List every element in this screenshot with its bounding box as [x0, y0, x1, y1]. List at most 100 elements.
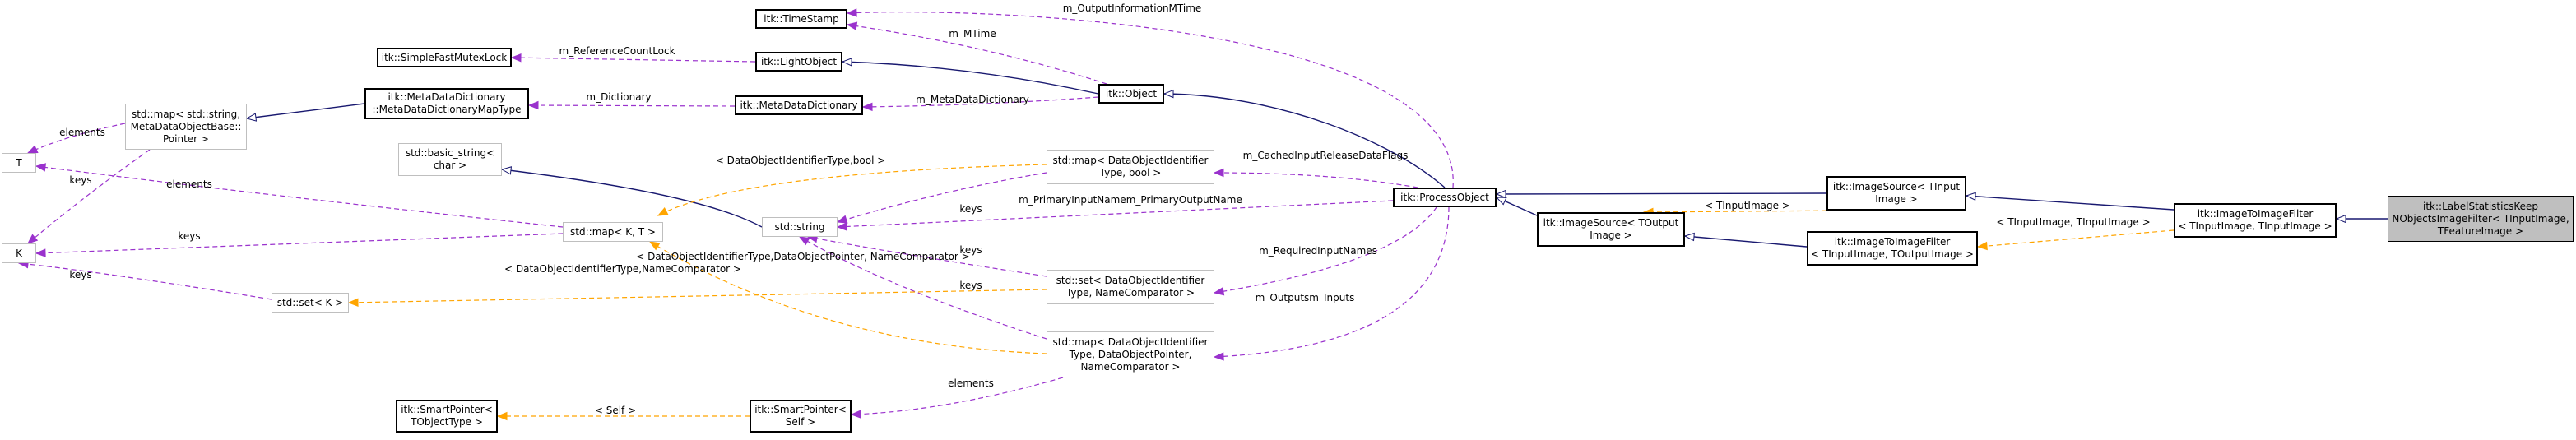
- node-template-K[interactable]: K: [2, 243, 36, 263]
- edge-inherit-object-processobject: [1163, 93, 1446, 188]
- node-itk-metadatadictionary-maptype[interactable]: itk::MetaDataDictionary::MetaDataDiction…: [364, 88, 529, 119]
- node-label-line: std::map< DataObjectIdentifier: [1052, 155, 1209, 166]
- edge-inherit-lightobject-object-arrowhead: [841, 58, 852, 67]
- edge-label-line: < DataObjectIdentifierType,: [636, 251, 774, 262]
- edge-usage-timestamp-processobject-arrowhead: [846, 8, 857, 17]
- edge-inherit-stdmapKT-stdstring: [501, 169, 763, 228]
- node-label-line: Pointer >: [163, 132, 209, 145]
- node-label-line: < TInputImage, TInputImage >: [2178, 220, 2332, 232]
- edge-usage-fastmutex-lightobject: [511, 57, 756, 63]
- node-label-line: Self >: [785, 416, 816, 428]
- edge-label-doi-namecomparator: < DataObjectIdentifierType,NameComparato…: [504, 263, 741, 276]
- node-label-line: std::map< DataObjectIdentifier: [1052, 336, 1209, 348]
- node-itk-lightobject[interactable]: itk::LightObject: [755, 52, 842, 72]
- edge-usage-stdstring-mapdoi: [799, 236, 1047, 340]
- edge-usage-stdstring-mapbool-arrowhead: [836, 215, 848, 224]
- node-label-line: Type, NameComparator >: [1065, 287, 1195, 299]
- edge-label-line: m_Outputs: [1255, 292, 1310, 303]
- edge-inherit-processobject-imgsrcout-arrowhead: [1495, 197, 1507, 206]
- edge-usage-mapdoi-processobject-arrowhead: [1213, 352, 1224, 361]
- node-std-map-string-metadataobjectbase[interactable]: std::map< std::string,MetaDataObjectBase…: [125, 104, 247, 150]
- edge-usage-stdstring-processobject-arrowhead: [836, 222, 847, 231]
- edge-usage-K-setK: [18, 262, 272, 300]
- node-itk-imagetoimagefilter-tinput-toutput[interactable]: itk::ImageToImageFilter< TInputImage, TO…: [1807, 231, 1978, 266]
- node-label-line: std::string: [774, 220, 825, 233]
- node-itk-timestamp[interactable]: itk::TimeStamp: [755, 9, 847, 29]
- node-label-line: itk::ImageSource< TOutput: [1543, 217, 1679, 229]
- node-itk-smartpointer-tobjecttype[interactable]: itk::SmartPointer<TObjectType >: [396, 400, 498, 433]
- edge-label-keys-mapdoi: keys: [959, 280, 982, 291]
- node-itk-imagetoimagefilter-tinput-tinput[interactable]: itk::ImageToImageFilter< TInputImage, TI…: [2174, 203, 2337, 238]
- edge-label-m-referencecountlock: m_ReferenceCountLock: [559, 45, 675, 57]
- edge-label-keys-mapKT: keys: [178, 230, 201, 242]
- node-label-line: itk::LightObject: [760, 55, 838, 67]
- edge-label-line: m_CachedInputReleaseData: [1242, 150, 1382, 161]
- edge-usage-mddict-object-arrowhead: [861, 102, 873, 112]
- node-label-line: K: [16, 247, 22, 259]
- edge-label-keys-K: keys: [69, 174, 92, 186]
- edge-label-m-dictionary: m_Dictionary: [586, 91, 652, 103]
- node-label-line: itk::SmartPointer<: [754, 404, 847, 415]
- edge-inherit-processobject-imgsrcin: [1496, 192, 1827, 195]
- edge-usage-K-mapKT-arrowhead: [35, 248, 46, 257]
- edge-usage-mapdoi-smartptrself-arrowhead: [850, 410, 861, 419]
- node-label-line: NObjectsImageFilter< TInputImage,: [2392, 212, 2569, 225]
- node-label-line: std::map< std::string,: [131, 108, 241, 120]
- edge-inherit-mddictmap-stdmap-arrowhead: [245, 113, 258, 122]
- edge-label-doi-ptr-namecomparator: < DataObjectIdentifierType,DataObjectPoi…: [636, 251, 969, 263]
- node-itk-smartpointer-self[interactable]: itk::SmartPointer<Self >: [750, 400, 852, 433]
- node-itk-metadatadictionary[interactable]: itk::MetaDataDictionary: [735, 95, 863, 115]
- node-std-map-K-T[interactable]: std::map< K, T >: [563, 222, 663, 242]
- node-itk-object[interactable]: itk::Object: [1098, 84, 1164, 104]
- edge-usage-setdoi-processobject: [1214, 206, 1437, 294]
- edge-label-cached-flags: m_CachedInputReleaseDataFlags: [1243, 150, 1409, 162]
- edge-label-keys-mapbool: keys: [959, 203, 982, 215]
- edge-inherit-mddictmap-stdmap: [246, 103, 365, 119]
- edge-usage-mddictmap-mddict: [528, 104, 736, 107]
- node-label-line: itk::Object: [1105, 87, 1158, 100]
- edge-label-keys-setK: keys: [69, 269, 92, 280]
- edge-label-m-metadatadictionary: m_MetaDataDictionary: [916, 94, 1029, 105]
- node-label-line: itk::TimeStamp: [764, 12, 839, 25]
- node-label-line: itk::ImageSource< TInput: [1832, 181, 1961, 192]
- edge-template-setK-setdoi: [348, 289, 1047, 303]
- edge-label-line: NameComparator >: [642, 263, 741, 275]
- node-label-line: MetaDataObjectBase::: [130, 120, 242, 132]
- node-std-basic-string-char[interactable]: std::basic_string<char >: [398, 143, 502, 176]
- edge-label-m-outputinformationmtime: m_OutputInformationMTime: [1062, 2, 1202, 14]
- edge-template-imgsrc-imgsrcin: [1643, 210, 1844, 213]
- edge-usage-mddictmap-mddict-arrowhead: [527, 100, 539, 110]
- node-label-line: std::set< DataObjectIdentifier: [1056, 275, 1205, 286]
- node-std-string[interactable]: std::string: [762, 217, 838, 237]
- node-label-line: TObjectType >: [411, 416, 483, 428]
- edge-label-line: Flags: [1381, 150, 1409, 161]
- node-label-line: itk::ImageToImageFilter: [2197, 208, 2314, 220]
- node-template-T[interactable]: T: [2, 153, 36, 173]
- edge-usage-fastmutex-lightobject-arrowhead: [510, 53, 522, 63]
- edge-label-primary-names: m_PrimaryInputNamem_PrimaryOutputName: [1019, 194, 1242, 206]
- edge-label-elements-mapdoi: elements: [948, 377, 994, 389]
- node-label-line: ::MetaDataDictionaryMapType: [372, 104, 522, 115]
- edge-label-tinputimage: < TInputImage >: [1705, 200, 1790, 211]
- edge-label-m-requiredinputnames: m_RequiredInputNames: [1259, 245, 1377, 257]
- node-label-line: Type, bool >: [1099, 167, 1162, 178]
- edge-usage-stdstring-processobject: [837, 200, 1394, 228]
- node-itk-simplefastmutexlock[interactable]: itk::SimpleFastMutexLock: [377, 48, 512, 67]
- node-std-set-K[interactable]: std::set< K >: [272, 293, 349, 313]
- edge-template-i2i-i2iout-arrowhead: [1976, 241, 1988, 251]
- edge-label-line: m_PrimaryInputName: [1019, 194, 1126, 206]
- edge-usage-T-mapKT-arrowhead: [35, 163, 47, 172]
- node-label-line: std::set< K >: [276, 296, 344, 308]
- node-itk-processobject[interactable]: itk::ProcessObject: [1393, 188, 1497, 207]
- edge-inherit-imgsrcin-i2iin-arrowhead: [1965, 192, 1976, 201]
- edge-template-stdmapKT-mapbool-arrowhead: [657, 207, 669, 216]
- edge-label-line: bool >: [852, 155, 886, 166]
- node-label-line: char >: [433, 160, 467, 171]
- edge-label-doi-bool: < DataObjectIdentifierType,bool >: [716, 155, 886, 167]
